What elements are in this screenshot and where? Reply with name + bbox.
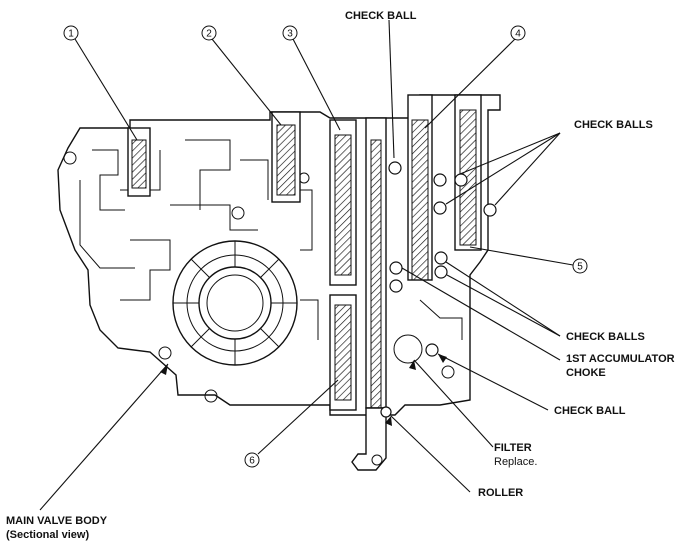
callout-6: 6 [244,452,260,468]
label-check-ball-top: CHECK BALL [345,10,417,22]
label-check-balls-right: CHECK BALLS [574,119,653,131]
label-accumulator-choke-line1: 1ST ACCUMULATOR [566,353,675,365]
leader-lines [39,19,574,511]
callout-3: 3 [282,25,298,41]
callout-5-number: 5 [577,262,583,273]
roller-arm [351,117,387,471]
label-main-valve-body: MAIN VALVE BODY [6,515,108,527]
callout-1: 1 [63,25,79,41]
accumulator-housing [172,240,298,366]
label-roller: ROLLER [478,487,523,499]
check-balls [380,161,497,418]
label-check-balls-mid: CHECK BALLS [566,331,645,343]
label-accumulator-choke-line2: CHOKE [566,367,606,379]
callout-6-number: 6 [249,456,255,467]
callout-5: 5 [572,258,588,274]
callout-4-number: 4 [515,29,521,40]
callout-2-number: 2 [206,29,212,40]
callout-3-number: 3 [287,29,293,40]
callout-1-number: 1 [68,29,74,40]
label-filter: FILTER [494,442,532,454]
valve-body-outline [57,94,501,416]
label-check-ball-right: CHECK BALL [554,405,626,417]
callout-4: 4 [510,25,526,41]
label-filter-note: Replace. [494,456,537,468]
callout-2: 2 [201,25,217,41]
label-main-valve-body-note: (Sectional view) [6,529,89,541]
valve-spools [127,94,482,411]
